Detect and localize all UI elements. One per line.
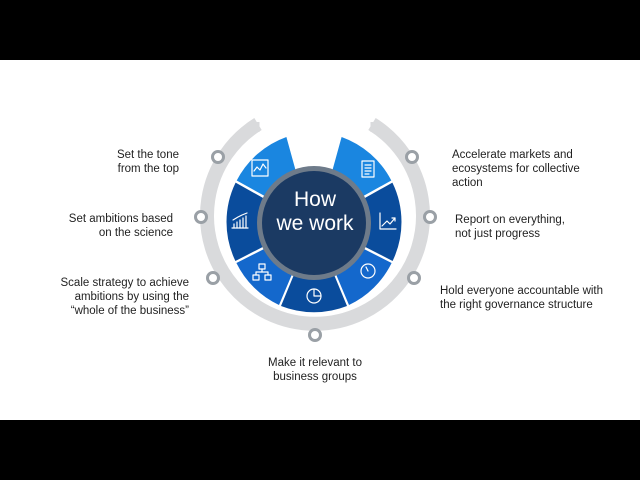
dot-report [423, 210, 437, 224]
segment-set-tone [236, 137, 296, 197]
connector-dots [194, 150, 437, 342]
letterbox-top [0, 0, 640, 60]
trend-up-icon [379, 212, 397, 230]
label-report: Report on everything, not just progress [455, 214, 565, 240]
hub [262, 171, 366, 275]
label-scale-strategy: Scale strategy to achieve ambitions by u… [60, 277, 190, 317]
segment-scale [236, 248, 292, 305]
label-relevant: Make it relevant to business groups [268, 357, 362, 383]
bar-chart-icon [231, 212, 249, 229]
letterbox-bottom [0, 420, 640, 480]
dot-accountable [407, 271, 421, 285]
dot-scale [206, 271, 220, 285]
dot-relevant [308, 328, 322, 342]
label-set-ambitions: Set ambitions based on the science [68, 213, 173, 239]
dot-ambitions [194, 210, 208, 224]
org-chart-icon [252, 263, 272, 281]
how-we-work-diagram [194, 118, 437, 342]
slide: How we work Set the tone from the top Se… [0, 60, 640, 420]
dot-set-tone [211, 150, 225, 164]
label-set-tone: Set the tone from the top [116, 149, 179, 175]
label-accelerate: Accelerate markets and ecosystems for co… [452, 149, 580, 189]
document-icon [361, 160, 375, 178]
line-chart-icon [251, 159, 269, 177]
segment-report [363, 182, 402, 261]
gauge-icon [360, 263, 376, 279]
pie-chart-icon [306, 288, 322, 304]
dot-accelerate [405, 150, 419, 164]
label-accountable: Hold everyone accountable with the right… [440, 285, 604, 311]
hub-title: How we work [276, 188, 354, 235]
outer-track [200, 118, 430, 331]
